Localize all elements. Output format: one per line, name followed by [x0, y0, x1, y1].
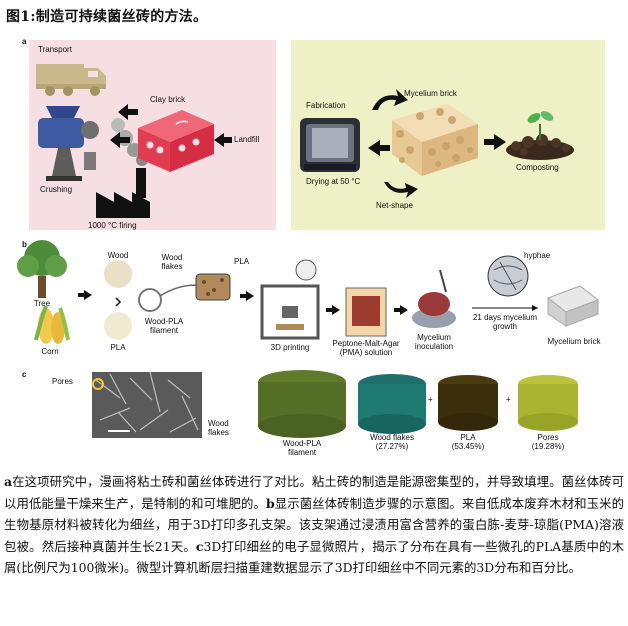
pla-render: [438, 375, 498, 431]
label-landfill: Landfill: [234, 135, 260, 144]
label-wood-pla-filament: Wood-PLA filament: [144, 317, 184, 335]
pla-powder-icon: [104, 312, 132, 340]
panel-b-letter: b: [22, 240, 27, 249]
filament-cylinder-render: [258, 370, 346, 438]
label-wood-flakes-pct: Wood flakes (27.27%): [370, 433, 414, 451]
label-composting: Composting: [516, 163, 559, 172]
label-growth: 21 days mycelium growth: [472, 313, 538, 331]
figure-caption: a在这项研究中，漫画将粘土砖和菌丝体砖进行了对比。粘土砖的制造是能源密集型的，并…: [4, 471, 624, 579]
panel-c-letter: c: [22, 370, 27, 379]
label-pma-solution: Peptone-Malt-Agar (PMA) solution: [332, 339, 400, 357]
arrow-icons-a-left: [110, 104, 232, 148]
3d-printer-icon: [260, 259, 320, 340]
label-firing: 1000 °C firing: [88, 221, 137, 230]
printer-icon: [300, 118, 360, 172]
compost-icon: [506, 111, 574, 160]
curved-arrow-icons: [368, 89, 506, 198]
wood-flakes-block-icon: [195, 273, 231, 301]
label-wood-flakes-sem: Wood flakes: [208, 419, 229, 437]
label-pla-powder: PLA: [110, 343, 126, 352]
label-fabrication: Fabrication: [306, 101, 346, 110]
crusher-icon: [38, 106, 99, 181]
label-drying: Drying at 50 °C: [306, 177, 361, 186]
caption-text-b: 显示菌丝体砖制造步骤的示意图。来自低成本废弃木材和玉米的生物基原材料被转化为细丝…: [4, 495, 625, 554]
label-3d-printing: 3D printing: [270, 343, 310, 352]
label-wood: Wood: [107, 251, 129, 260]
caption-text-c: 3D打印细丝的电子显微照片，揭示了分布在具有一些微孔的PLA基质中的木屑(比例尺…: [4, 538, 624, 576]
tree-icon: [17, 240, 67, 298]
wood-flakes-render: [358, 374, 426, 434]
corn-icon: [34, 305, 70, 344]
label-crushing: Crushing: [40, 185, 73, 194]
label-pla-b: PLA: [234, 257, 250, 266]
figure-title: 图1:制造可持续菌丝砖的方法。: [6, 9, 208, 25]
arrow-icons-b: [78, 290, 92, 300]
label-corn: Corn: [41, 347, 59, 356]
sem-micrograph: [92, 371, 202, 438]
panel-a-letter: a: [22, 37, 27, 46]
pma-beaker-icon: [345, 287, 387, 337]
clay-brick-icon: [138, 110, 214, 172]
label-transport: Transport: [38, 45, 72, 54]
pores-render: [518, 375, 578, 431]
mycelium-brick-white-icon: [546, 285, 600, 327]
figure-illustrations: [17, 64, 600, 438]
inoculation-dish-icon: [412, 269, 456, 328]
plus-sign-2: +: [506, 395, 511, 404]
mycelium-brick-icon: [392, 104, 478, 176]
plus-sign-1: +: [428, 395, 433, 404]
caption-tag-b: b: [266, 495, 275, 511]
caption-tag-c: c: [195, 538, 204, 554]
figure: a: [17, 37, 605, 457]
label-mycelium-brick-a: Mycelium brick: [404, 89, 457, 98]
label-mycelium-brick-b: Mycelium brick: [547, 337, 601, 346]
wood-powder-icon: [104, 260, 132, 288]
label-tree: Tree: [33, 299, 51, 308]
label-mycelium-inoculation: Mycelium inoculation: [414, 333, 454, 351]
label-filament-render: Wood-PLA filament: [282, 439, 322, 457]
caption-tag-a: a: [4, 474, 13, 489]
label-pores-sem: Pores: [52, 377, 73, 386]
label-net-shape: Net-shape: [376, 201, 413, 210]
label-pla-pct: PLA (53.45%): [451, 433, 485, 451]
label-pores-pct: Pores (19.28%): [531, 433, 565, 451]
mycelium-growth-sphere-icon: [487, 255, 529, 297]
caption-text-a: 在这项研究中，漫画将粘土砖和菌丝体砖进行了对比。粘土砖的制造是能源密集型的，并导…: [4, 474, 624, 511]
label-wood-flakes-b: Wood flakes: [161, 253, 183, 271]
truck-icon: [36, 64, 106, 96]
label-clay-brick: Clay brick: [150, 95, 186, 104]
label-hyphae: hyphae: [524, 251, 551, 260]
